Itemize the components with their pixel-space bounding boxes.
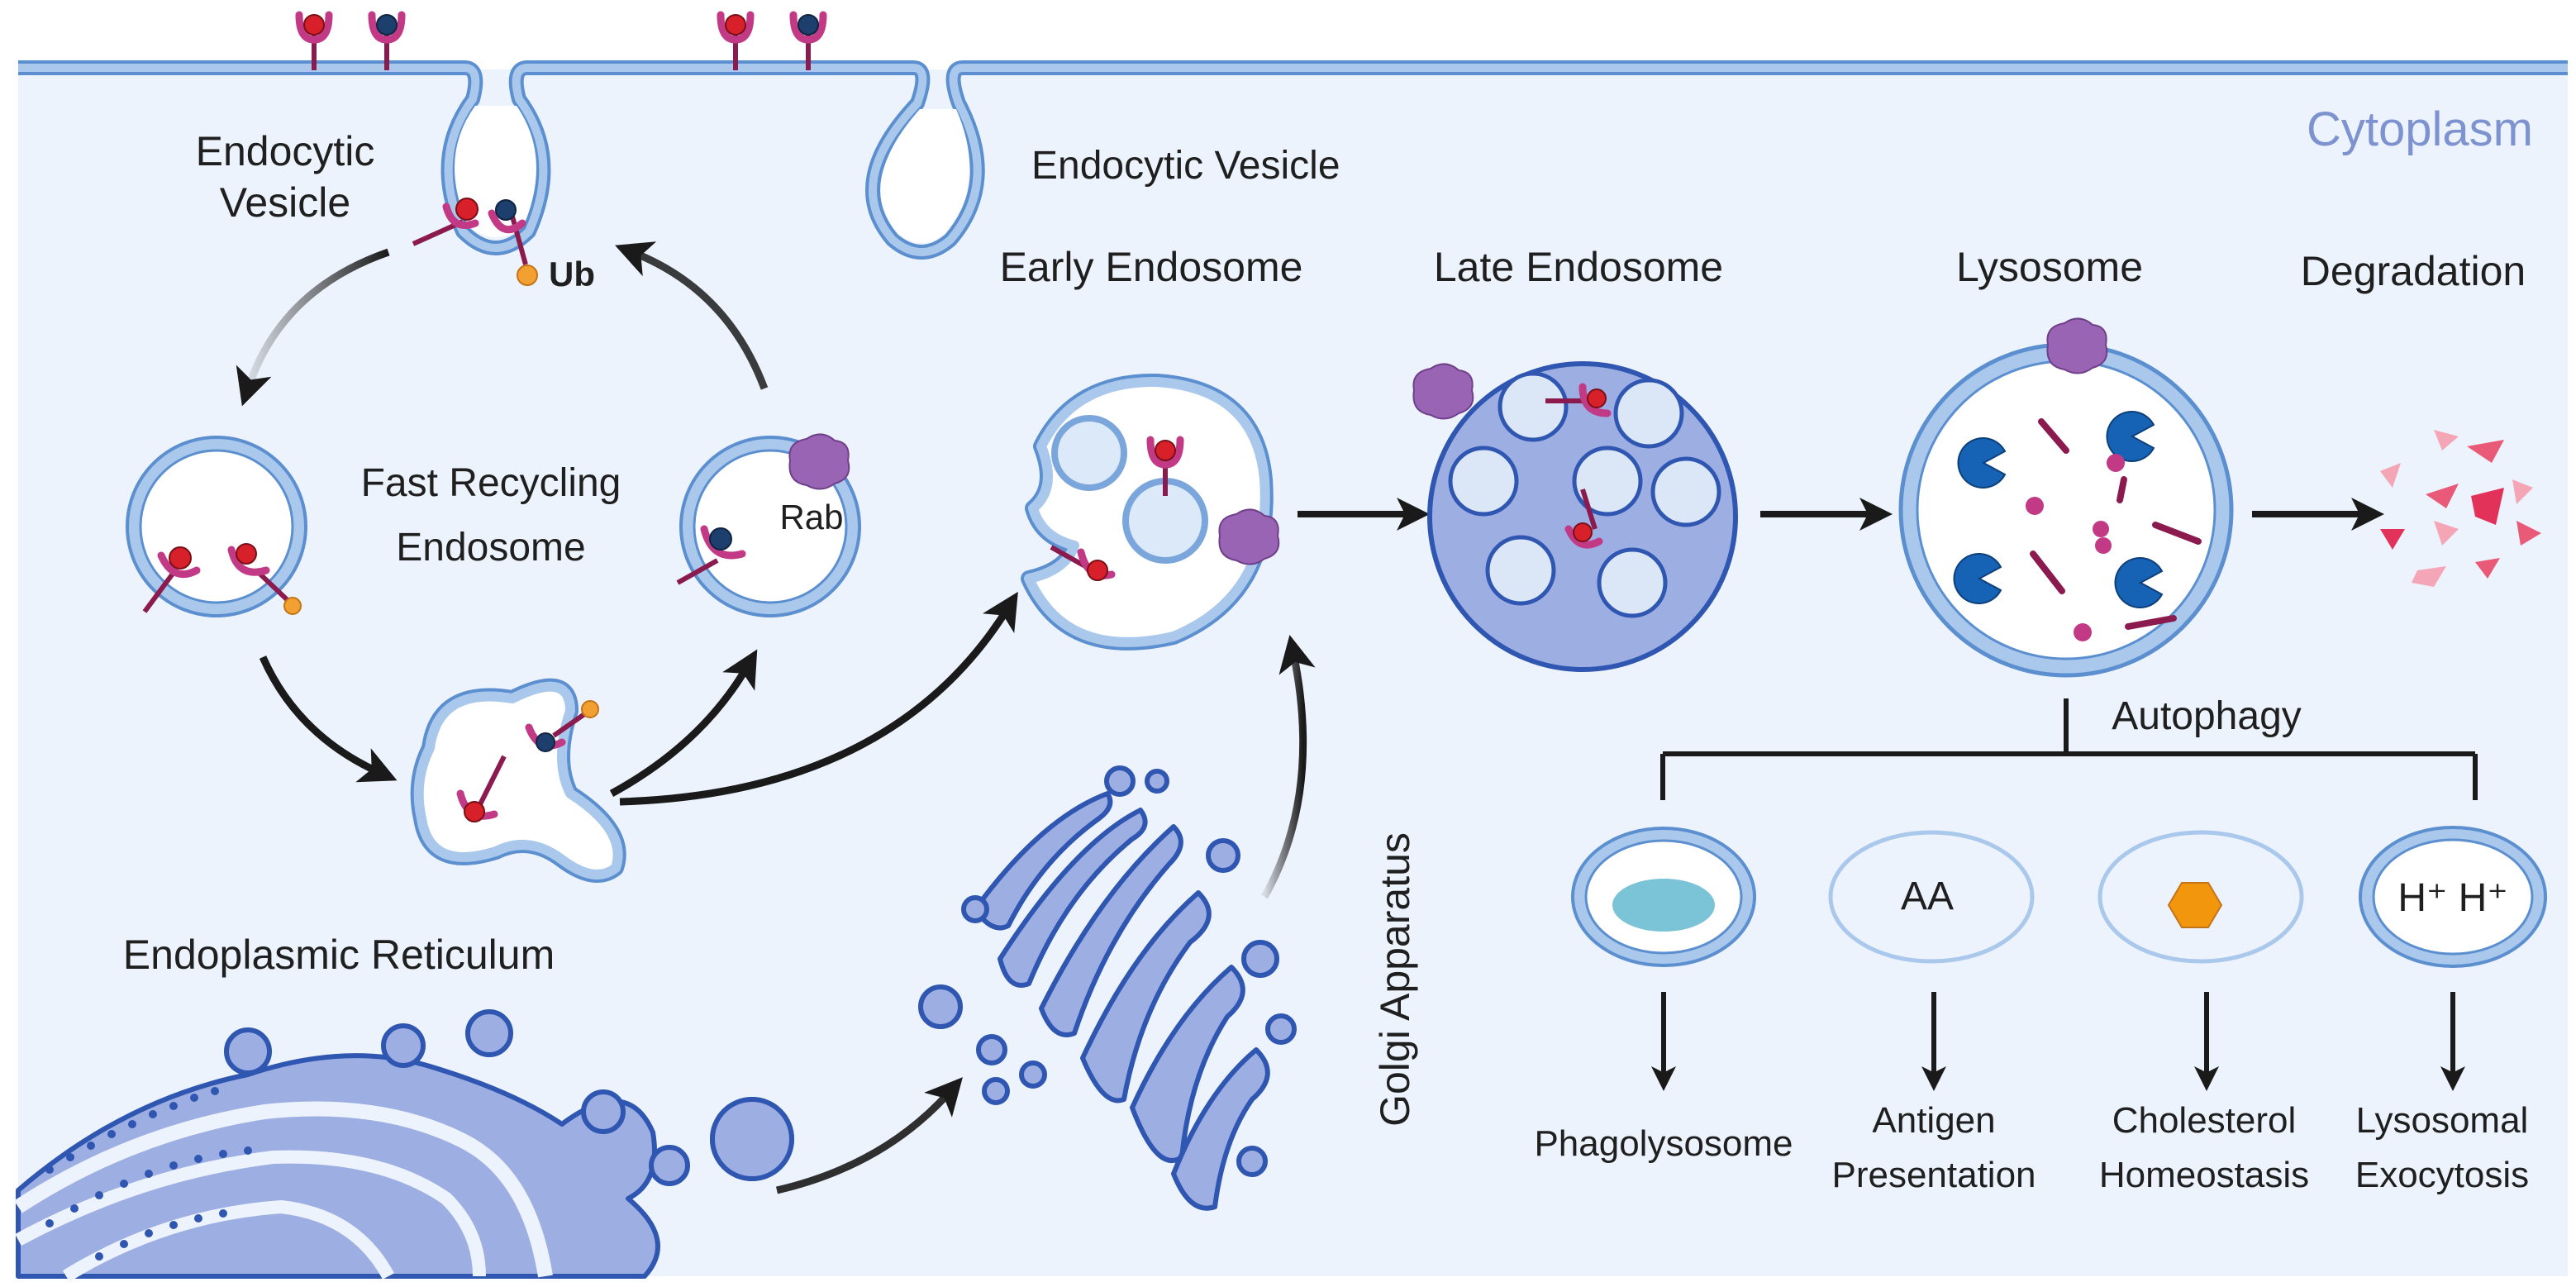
cholesterol-hexagon-icon	[2167, 882, 2223, 928]
recycling-arrows	[236, 241, 1018, 806]
sorting-vesicle	[410, 678, 626, 883]
late-endosome	[1412, 361, 1738, 672]
early-endosome-label: Early Endosome	[1000, 244, 1303, 290]
endoplasmic-reticulum	[14, 1009, 794, 1282]
endoplasmic-reticulum-label: Endoplasmic Reticulum	[123, 932, 555, 978]
endocytic-vesicle-left-label-1: Endocytic	[196, 128, 375, 174]
endocytic-vesicle-left-label-2: Vesicle	[220, 179, 350, 226]
fast-recycling-label-2: Endosome	[396, 526, 585, 570]
fast-recycling-label-1: Fast Recycling	[361, 461, 621, 505]
lysosome-label: Lysosome	[1956, 244, 2143, 290]
cholesterol-label-2: Homeostasis	[2099, 1155, 2309, 1195]
phagolysosome-vesicle	[1571, 827, 1756, 967]
rab-vesicle	[676, 433, 861, 617]
recycling-vesicle-left	[126, 436, 307, 617]
amino-acid-label: AA	[1901, 875, 1954, 918]
early-endosome	[1021, 373, 1280, 651]
ubiquitin-tag	[517, 265, 538, 286]
exocytosis-vesicle	[2359, 826, 2547, 968]
degradation-label: Degradation	[2301, 248, 2526, 294]
autophagy-label: Autophagy	[2112, 694, 2302, 738]
golgi-apparatus-label: Golgi Apparatus	[1372, 832, 1418, 1127]
antigen-label-1: Antigen	[1872, 1100, 1995, 1141]
antigen-label-2: Presentation	[1831, 1155, 2036, 1195]
early-endosome-rab	[1218, 508, 1280, 565]
late-endosome-rab	[1412, 363, 1474, 420]
ubiquitin-label: Ub	[549, 255, 595, 293]
exocytosis-label-2: Exocytosis	[2355, 1155, 2529, 1195]
vesicle-receptors	[412, 198, 538, 286]
degradation-fragments	[2380, 430, 2541, 587]
lysosome	[1898, 317, 2234, 678]
exocytosis-label-1: Lysosomal	[2356, 1100, 2529, 1141]
rab-protein	[788, 433, 850, 490]
rab-label: Rab	[779, 498, 843, 536]
late-endosome-label: Late Endosome	[1434, 244, 1723, 290]
cholesterol-label-1: Cholesterol	[2112, 1100, 2297, 1141]
antigen-vesicle	[1828, 830, 2035, 964]
lysosome-rab	[2046, 317, 2108, 374]
golgi-to-endosome-arrow	[1261, 634, 1316, 899]
cholesterol-vesicle	[2097, 830, 2304, 964]
golgi-apparatus	[918, 765, 1297, 1211]
plasma-membrane	[18, 60, 2568, 260]
outcome-arrows	[1651, 992, 2465, 1091]
cytoplasm-label: Cytoplasm	[2307, 102, 2533, 156]
transport-vesicle	[710, 1097, 794, 1181]
hydrogen-ions-label: H⁺ H⁺	[2397, 876, 2507, 920]
er-to-golgi-arrow	[775, 1077, 963, 1194]
ribosome-dots	[45, 1087, 252, 1261]
autophagy-branches	[1660, 698, 2478, 800]
phagolysosome-label: Phagolysosome	[1534, 1123, 1793, 1164]
endocytic-vesicle-right-label: Endocytic Vesicle	[1031, 144, 1340, 188]
